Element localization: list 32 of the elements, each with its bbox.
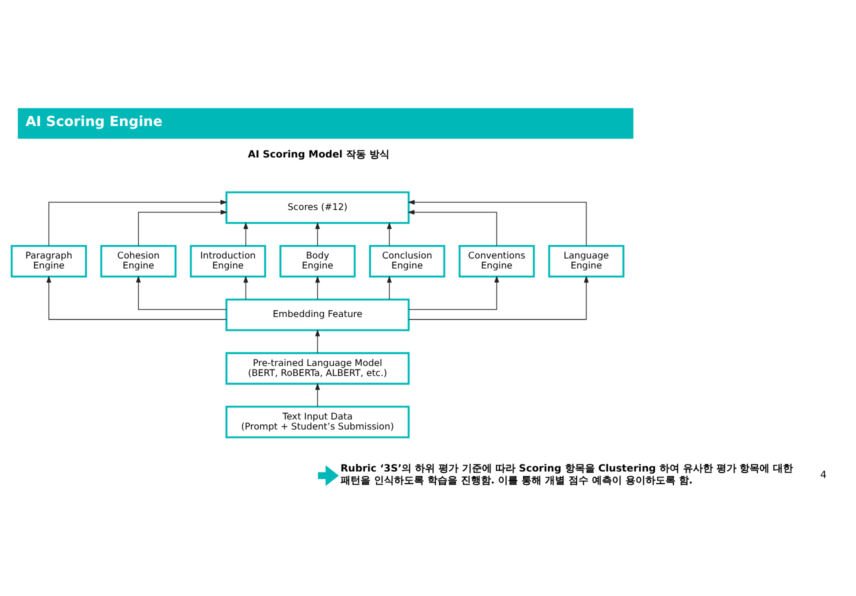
node-box: Text Input Data (Prompt + Student’s Submission) [226, 406, 410, 438]
arrow [46, 276, 227, 320]
node-box: Cohesion Engine [100, 244, 176, 278]
node-box: Conventions Engine [458, 244, 535, 278]
node-text: Rubric ‘3S’의 하위 평가 기준에 따라 Scoring 항목을 Clustering 하여 유사한 평가 항목에 대한 패턴을 인식하도록 학습을 진행함. 이를 통해 개별 점수 예측이 용이하도록 함. [340, 463, 794, 487]
node-box: Language Engine [548, 244, 624, 278]
arrow [315, 329, 320, 354]
node-box: Pre-trained Language Model (BERT, RoBERTa, ALBERT, etc.) [226, 352, 410, 385]
arrow [408, 276, 500, 310]
node-box: Paragraph Engine [10, 244, 87, 278]
node-box: Conclusion Engine [369, 244, 446, 278]
arrow [138, 210, 228, 246]
label: AI Scoring Model 작동 방식 [248, 149, 390, 160]
arrow [318, 465, 339, 486]
node-box: Embedding Feature [226, 298, 410, 332]
arrow [408, 200, 587, 246]
node-box: Introduction Engine [190, 244, 266, 278]
arrow [386, 276, 392, 300]
arrow [243, 222, 248, 246]
node-box: Scores (#12) [226, 191, 410, 224]
arrow [408, 276, 589, 320]
label: 4 [820, 470, 827, 482]
arrow [48, 200, 228, 246]
arrow [315, 382, 320, 407]
arrow [315, 222, 320, 246]
arrow [386, 222, 392, 246]
arrow [136, 276, 227, 310]
node-box: Body Engine [279, 244, 356, 278]
arrow [243, 276, 248, 300]
diagram-title: AI Scoring Engine [25, 114, 162, 130]
arrow [315, 276, 320, 300]
arrow [408, 210, 498, 246]
